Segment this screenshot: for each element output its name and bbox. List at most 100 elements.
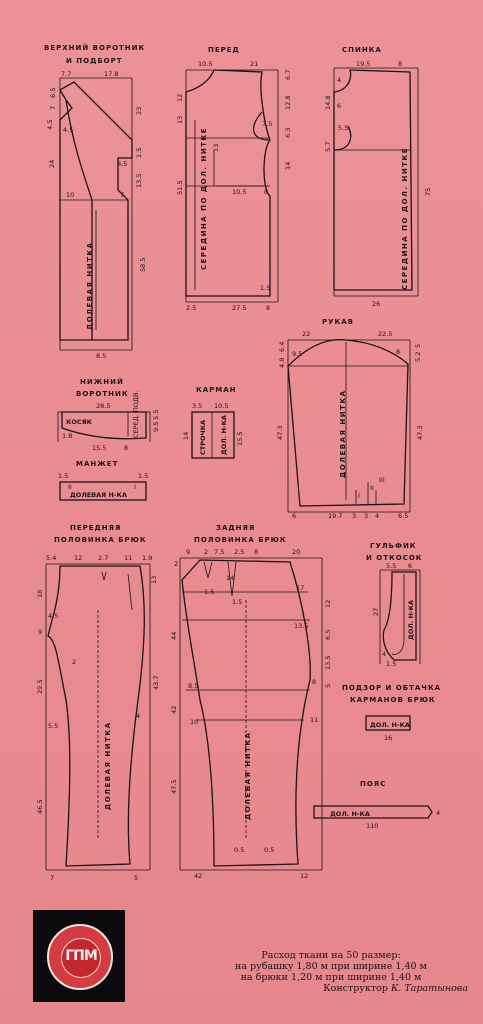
dim: 7: [49, 106, 57, 110]
dim: 8.5: [96, 352, 106, 360]
dim: 5.5: [48, 722, 58, 730]
dim: 6: [408, 562, 412, 570]
dim: 58.5: [139, 258, 147, 272]
cuff-grain: ДОЛЕВАЯ Н-КА: [70, 491, 127, 499]
dim: 29.5: [36, 680, 44, 694]
dim: 10.5: [232, 188, 246, 196]
dim: 9.5: [152, 422, 160, 432]
dim: 5.7: [324, 142, 332, 152]
dim: 5.5: [386, 562, 396, 570]
dim: 16: [384, 734, 392, 742]
dim: 4.8: [278, 358, 286, 368]
back-trouser-title: ЗАДНЯЯ: [216, 524, 255, 532]
author-name: К. Таратынова: [390, 983, 468, 994]
dim: 14: [226, 574, 234, 582]
dim: 19.5: [356, 60, 370, 68]
under-collar-title: НИЖНИЙ: [80, 377, 124, 386]
under-collar-center: СЕРЕД. ПОДВ.: [132, 391, 140, 439]
dim: 13: [150, 576, 158, 584]
dim: 11: [124, 554, 132, 562]
under-collar-subtitle: ВОРОТНИК: [76, 390, 129, 398]
dim: 1.5: [135, 148, 143, 158]
dim: 0.5: [234, 846, 244, 854]
facing-title: ПОДЗОР И ОБТАЧКА: [342, 684, 441, 692]
dim: 5.5: [152, 410, 160, 420]
dim: 5.5: [338, 124, 348, 132]
dim: 4: [337, 76, 341, 84]
dim: 27: [372, 608, 380, 616]
front-grain: СЕРЕДИНА ПО ДОЛ. НИТКЕ: [200, 127, 208, 270]
sleeve-title: РУКАВ: [322, 318, 354, 326]
dim: 5: [134, 874, 138, 882]
dim: 13.5: [294, 622, 308, 630]
dim: 6.4: [278, 342, 286, 352]
upper-collar-subtitle: И ПОДБОРТ: [66, 57, 123, 65]
dim: 1.8: [62, 432, 72, 440]
dim: 10.5: [214, 402, 228, 410]
dim: 13.5: [135, 174, 143, 188]
dim: 5: [414, 344, 422, 348]
sleeve-piece: РУКАВ ДОЛЕВАЯ НИТКА 22 22.5 4.8 6.4 9.5 …: [276, 318, 424, 520]
fabric-consumption-note: Расход ткани на 50 размер: на рубашку 1,…: [186, 950, 476, 994]
dim: 1.5: [58, 472, 68, 480]
dim: I: [358, 492, 360, 500]
dim: 110: [366, 822, 378, 830]
dim: I: [134, 483, 136, 491]
publisher-logo: ГПМ: [33, 910, 125, 1002]
dim: 5.4: [46, 554, 56, 562]
dim: 4: [436, 809, 440, 817]
dim: 9: [186, 548, 190, 556]
dim: 1.5: [232, 598, 242, 606]
dim: 6: [292, 512, 296, 520]
dim: 47.5: [170, 780, 178, 794]
dim: 7: [50, 874, 54, 882]
cuff-piece: МАНЖЕТ ДОЛЕВАЯ Н-КА 1.5 1.5 II I: [58, 460, 148, 501]
back-grain: СЕРЕДИНА ПО ДОЛ. НИТКЕ: [401, 147, 409, 290]
fly-grain: ДОЛ. Н-КА: [407, 600, 415, 640]
dim: 10.5: [198, 60, 212, 68]
dim: 12: [300, 872, 308, 880]
dim: 6.7: [284, 70, 292, 80]
dim: 22: [302, 330, 310, 338]
dim: 4: [382, 650, 386, 658]
logo-ring: ГПМ: [47, 924, 113, 990]
dim: 23: [135, 107, 143, 115]
dim: 4.5: [63, 126, 73, 134]
dim: 12.8: [284, 96, 292, 110]
dim: 0.5: [264, 846, 274, 854]
dim: 22.5: [378, 330, 392, 338]
dim: 47.3: [276, 426, 284, 440]
dim: 8: [312, 678, 316, 686]
dim: 42: [170, 706, 178, 714]
dim: 17.8: [104, 70, 118, 78]
dim: 10: [190, 718, 198, 726]
waistband-title: ПОЯС: [360, 780, 386, 788]
dim: 27.5: [232, 304, 246, 312]
dim: 47.3: [416, 426, 424, 440]
dim: 46.5: [36, 800, 44, 814]
facing-subtitle: КАРМАНОВ БРЮК: [350, 696, 436, 704]
logo-inner: ГПМ: [61, 938, 101, 978]
dim: 6.3: [284, 128, 292, 138]
under-collar-piece: НИЖНИЙ ВОРОТНИК КОСЯК СЕРЕД. ПОДВ. 28.5 …: [57, 377, 160, 452]
back-title: СПИНКА: [342, 46, 382, 54]
facing-piece: ПОДЗОР И ОБТАЧКА КАРМАНОВ БРЮК ДОЛ. Н-КА…: [342, 684, 441, 742]
dim: 13: [176, 116, 184, 124]
dim: 13.5: [324, 656, 332, 670]
facing-grain: ДОЛ. Н-КА: [370, 721, 410, 729]
dim: 1.5: [260, 284, 270, 292]
dim: 6.5: [49, 88, 57, 98]
dim: 43.7: [152, 676, 160, 690]
dim: 2.5: [234, 548, 244, 556]
dim: 8.5: [117, 160, 127, 168]
dim: 14.8: [324, 96, 332, 110]
dim: 3.5: [192, 402, 202, 410]
dim: 10: [66, 191, 74, 199]
upper-collar-piece: ВЕРХНИЙ ВОРОТНИК И ПОДБОРТ ДОЛЕВАЯ НИТКА…: [44, 43, 147, 360]
back-trouser-grain: ДОЛЕВАЯ НИТКА: [244, 732, 252, 821]
dim: 1.5: [386, 660, 396, 668]
dim: 1.5: [138, 472, 148, 480]
dim: 44: [170, 632, 178, 640]
back-trouser-subtitle: ПОЛОВИНКА БРЮК: [194, 536, 287, 544]
dim: 3: [364, 512, 368, 520]
